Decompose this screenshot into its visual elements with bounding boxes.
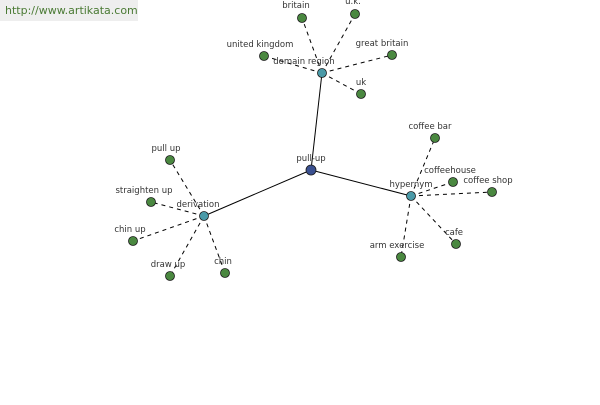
node-coffeehouse[interactable]: coffeehouse <box>424 166 476 187</box>
leaf-node-dot[interactable] <box>165 155 175 165</box>
node-label: domain region <box>273 57 334 67</box>
node-label: pull up <box>152 144 181 154</box>
edge-domain-region-united-kingdom <box>263 55 323 74</box>
leaf-node-dot[interactable] <box>356 89 366 99</box>
node-label: pull-up <box>296 154 325 164</box>
edges-layer <box>132 13 493 277</box>
node-cafe[interactable]: cafe <box>445 228 463 249</box>
node-great-britain[interactable]: great britain <box>356 39 409 60</box>
node-uk[interactable]: uk <box>356 78 366 99</box>
node-pull-up[interactable]: pull-up <box>296 154 326 176</box>
category-node-dot[interactable] <box>406 191 416 201</box>
leaf-node-dot[interactable] <box>128 236 138 246</box>
leaf-node-dot[interactable] <box>165 271 175 281</box>
node-derivation[interactable]: derivation <box>176 200 220 221</box>
leaf-node-dot[interactable] <box>487 187 497 197</box>
node-label: chin up <box>114 225 145 235</box>
edge-domain-region-u-k <box>321 13 356 74</box>
leaf-node-dot[interactable] <box>451 239 461 249</box>
node-label: arm exercise <box>370 241 425 251</box>
node-britain[interactable]: britain <box>282 1 310 23</box>
leaf-node-dot[interactable] <box>220 268 230 278</box>
node-label: straighten up <box>115 186 172 196</box>
node-label: united kingdom <box>227 40 294 50</box>
leaf-node-dot[interactable] <box>146 197 156 207</box>
edge-hypernym-cafe <box>410 195 457 245</box>
node-domain-region[interactable]: domain region <box>273 57 335 78</box>
node-chin[interactable]: chin <box>214 257 232 278</box>
edge-derivation-straighten-up <box>150 201 205 217</box>
node-hypernym[interactable]: hypernym <box>389 180 433 201</box>
node-label: chin <box>214 257 232 267</box>
node-label: uk <box>356 78 366 88</box>
edge-derivation-pull-up-leaf <box>169 159 205 217</box>
node-pull-up-leaf[interactable]: pull up <box>152 144 181 165</box>
node-label: hypernym <box>389 180 432 190</box>
category-node-dot[interactable] <box>199 211 209 221</box>
node-label: u.k. <box>345 0 361 7</box>
node-u-k[interactable]: u.k. <box>345 0 361 19</box>
node-label: britain <box>282 1 310 11</box>
edge-hypernym-arm-exercise <box>400 195 412 258</box>
leaf-node-dot[interactable] <box>448 177 458 187</box>
node-united-kingdom[interactable]: united kingdom <box>227 40 294 61</box>
node-coffee-bar[interactable]: coffee bar <box>409 122 452 143</box>
category-node-dot[interactable] <box>317 68 327 78</box>
leaf-node-dot[interactable] <box>396 252 406 262</box>
edge-center-hypernym <box>310 169 412 197</box>
leaf-node-dot[interactable] <box>430 133 440 143</box>
watermark-link[interactable]: http://www.artikata.com <box>0 0 138 21</box>
node-label: derivation <box>176 200 219 210</box>
node-label: draw up <box>151 260 186 270</box>
node-label: coffee bar <box>409 122 452 132</box>
edge-hypernym-coffee-bar <box>410 137 436 197</box>
leaf-node-dot[interactable] <box>297 13 307 23</box>
node-label: coffee shop <box>463 176 512 186</box>
leaf-node-dot[interactable] <box>259 51 269 61</box>
nodes-layer: britain u.k. united kingdom great britain uk… <box>114 0 513 281</box>
edge-center-derivation <box>203 169 312 217</box>
node-coffee-shop[interactable]: coffee shop <box>463 176 513 197</box>
edge-center-domain-region <box>310 72 323 171</box>
edge-derivation-draw-up <box>169 215 205 277</box>
leaf-node-dot[interactable] <box>387 50 397 60</box>
center-node-dot[interactable] <box>305 164 317 176</box>
node-label: great britain <box>356 39 409 49</box>
node-arm-exercise[interactable]: arm exercise <box>370 241 425 262</box>
node-draw-up[interactable]: draw up <box>151 260 186 281</box>
edge-derivation-chin <box>203 215 226 274</box>
node-straighten-up[interactable]: straighten up <box>115 186 173 207</box>
edge-domain-region-britain <box>301 17 323 74</box>
node-label: coffeehouse <box>424 166 476 176</box>
leaf-node-dot[interactable] <box>350 9 360 19</box>
node-chin-up[interactable]: chin up <box>114 225 146 246</box>
edge-hypernym-coffee-shop <box>410 191 493 197</box>
node-label: cafe <box>445 228 463 238</box>
